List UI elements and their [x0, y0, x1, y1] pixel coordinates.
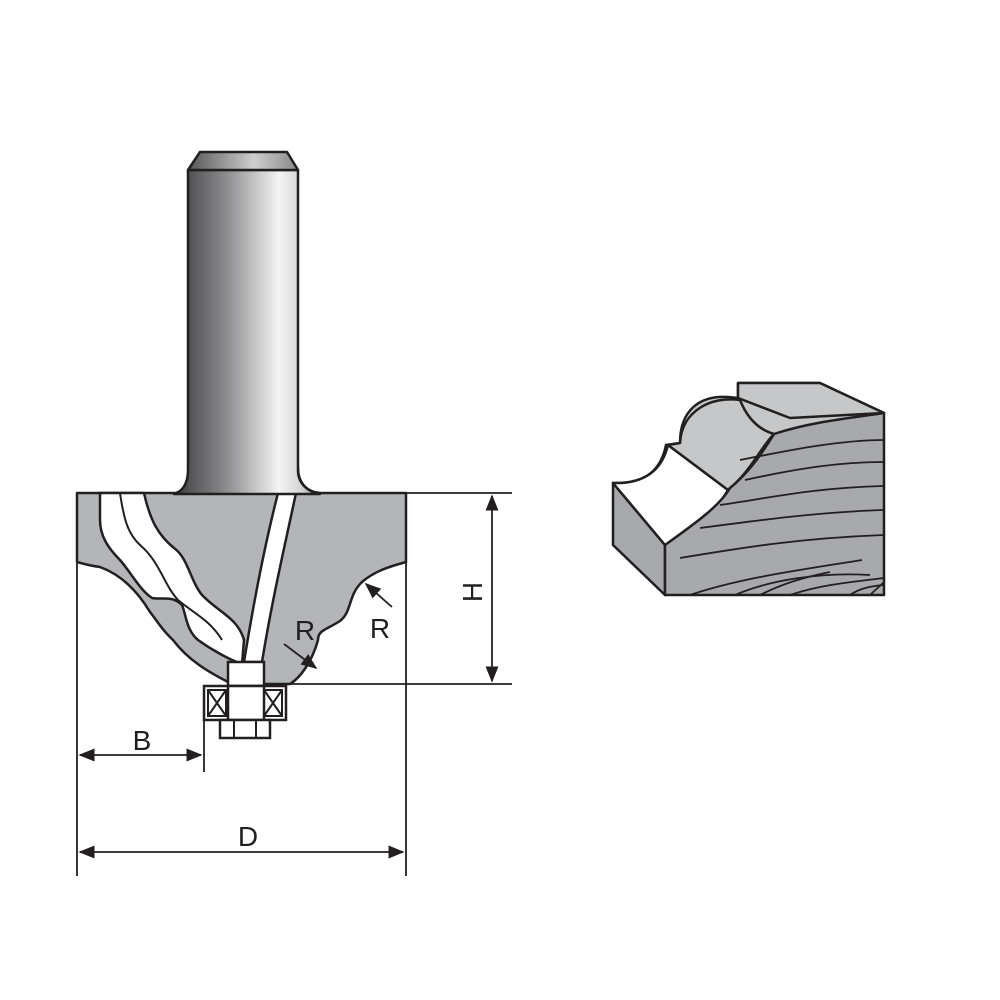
wood-profile-icon — [611, 381, 886, 597]
router-bit-icon — [75, 150, 408, 740]
dim-b-label: B — [133, 725, 152, 756]
dim-d-label: D — [238, 821, 258, 852]
shank — [172, 168, 322, 496]
dim-r-inner-leader — [283, 643, 318, 669]
carbide-flute — [98, 491, 246, 666]
dim-r-outer-label: R — [370, 613, 390, 644]
ball-bearing-icon — [202, 660, 288, 740]
flute-edge-line — [119, 492, 223, 641]
dim-r-inner-label: R — [295, 615, 315, 646]
dim-r-outer-leader — [364, 582, 393, 608]
shank-top-cap — [186, 150, 300, 172]
dimension-lines — [76, 492, 512, 876]
wood-end-grain — [663, 411, 886, 597]
wood-grain — [679, 439, 885, 596]
wood-bead — [666, 398, 776, 492]
wood-step — [736, 381, 886, 420]
dim-h-label: H — [457, 582, 488, 602]
